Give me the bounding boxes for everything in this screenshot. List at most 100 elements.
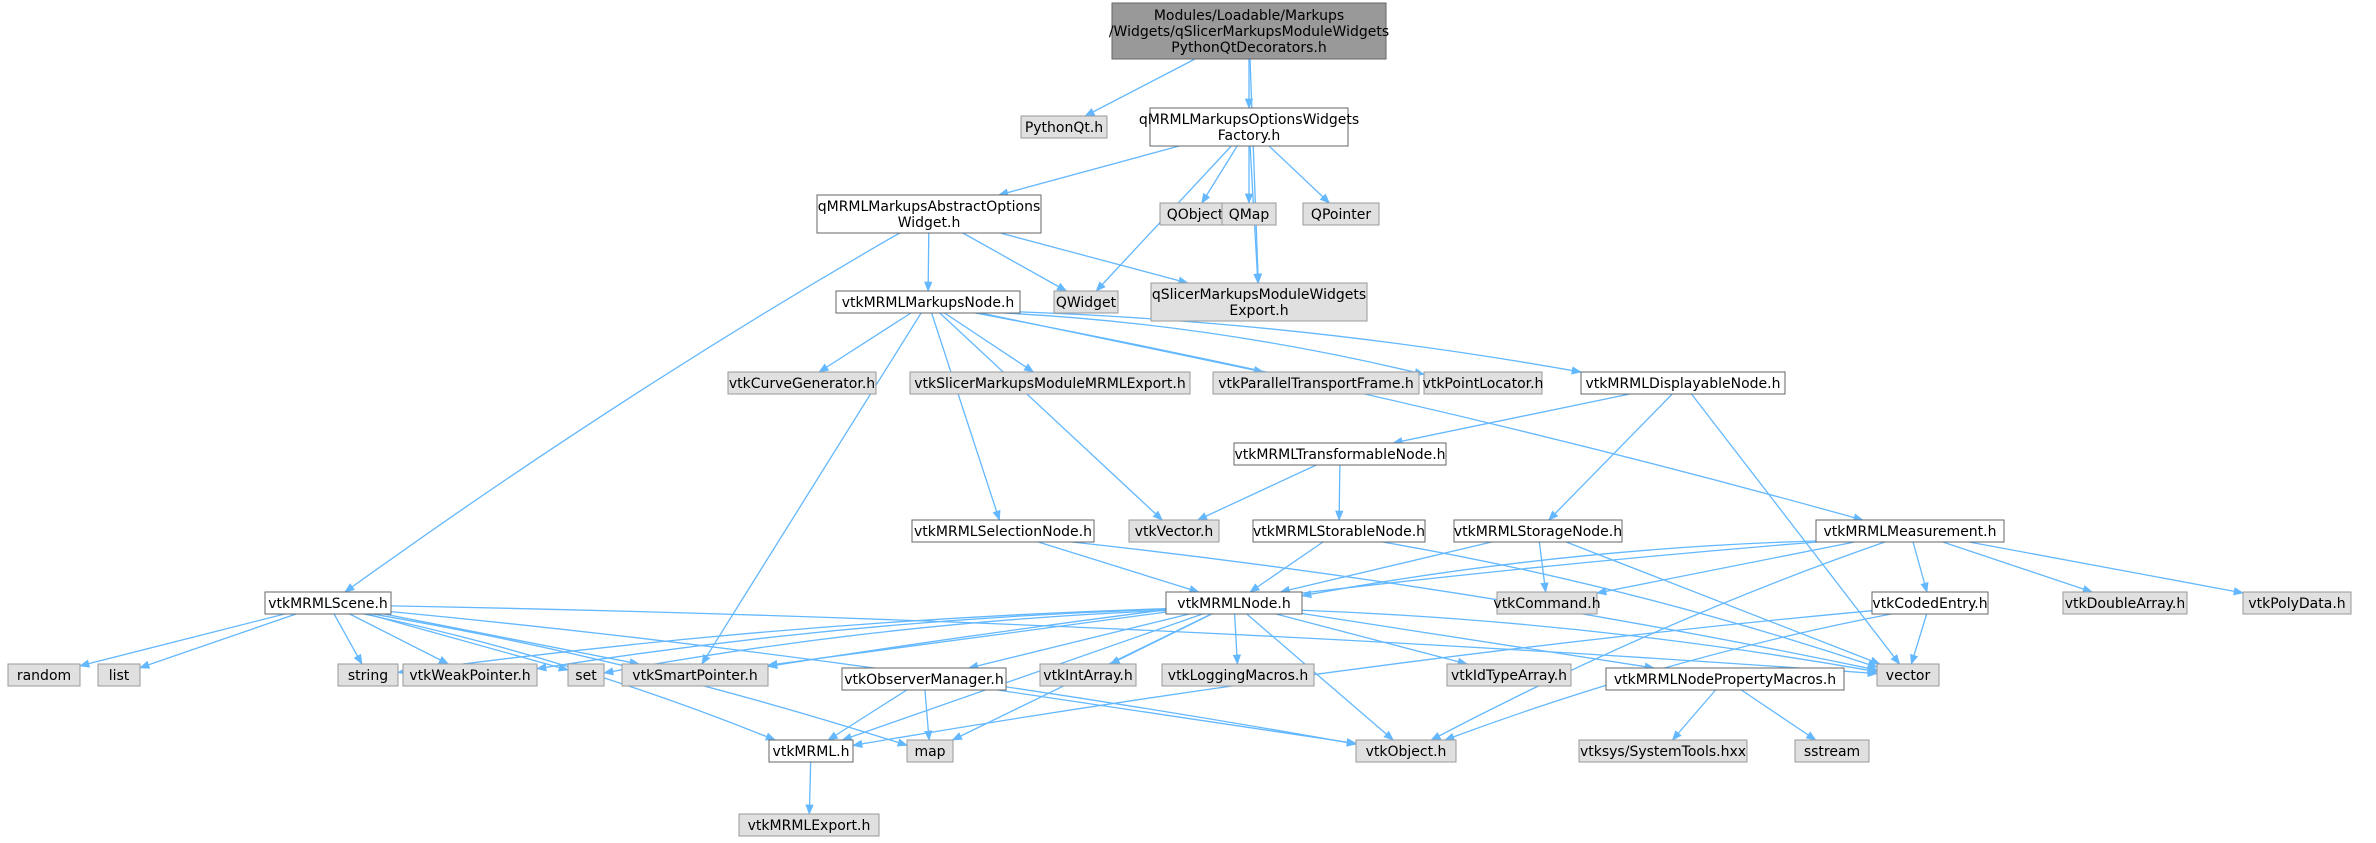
node-string-box bbox=[337, 663, 399, 687]
edge-observermanager-to-map bbox=[924, 689, 933, 742]
node-observermanager[interactable]: vtkObserverManager.h bbox=[841, 667, 1007, 691]
edge-scene-to-list bbox=[139, 613, 297, 669]
edge-abstractopt-to-markupsnode bbox=[924, 232, 933, 293]
node-mrmlnode-label-line: vtkMRMLNode.h bbox=[1177, 596, 1290, 612]
node-storable[interactable]: vtkMRMLStorableNode.h bbox=[1252, 519, 1426, 543]
node-selection-label-line: vtkMRMLSelectionNode.h bbox=[914, 524, 1092, 540]
node-selection[interactable]: vtkMRMLSelectionNode.h bbox=[911, 519, 1095, 543]
node-loggingmacros: vtkLoggingMacros.h bbox=[1161, 663, 1315, 687]
node-polydata: vtkPolyData.h bbox=[2242, 591, 2352, 615]
node-set-box bbox=[567, 663, 605, 687]
node-idtypearray: vtkIdTypeArray.h bbox=[1446, 663, 1572, 687]
node-widgetsexport-label-line: Export.h bbox=[1229, 303, 1288, 319]
node-paralleltransport-box bbox=[1212, 371, 1420, 395]
edge-measurement-to-codedentry bbox=[1912, 541, 1929, 594]
node-root-box bbox=[1111, 2, 1387, 60]
node-storable-box bbox=[1252, 519, 1426, 543]
node-vtkvector-box bbox=[1128, 519, 1220, 543]
node-vector-label-line: vector bbox=[1886, 668, 1931, 684]
node-vtkcommand: vtkCommand.h bbox=[1493, 591, 1601, 615]
node-markupsnode-label-line: vtkMRMLMarkupsNode.h bbox=[842, 295, 1015, 311]
node-weakpointer-label-line: vtkWeakPointer.h bbox=[409, 668, 530, 684]
node-measurement-label-line: vtkMRMLMeasurement.h bbox=[1823, 524, 1996, 540]
node-displayable[interactable]: vtkMRMLDisplayableNode.h bbox=[1580, 371, 1786, 395]
node-markupsnode-box bbox=[835, 290, 1021, 314]
edge-storable-to-mrmlnode bbox=[1249, 541, 1324, 593]
edge-observermanager-to-vtkmrml bbox=[827, 689, 908, 741]
edge-mrmlnode-to-observermanager bbox=[967, 613, 1190, 670]
node-codedentry-box bbox=[1871, 591, 1989, 615]
node-scene-box bbox=[264, 591, 392, 615]
node-vtkcommand-box bbox=[1496, 591, 1598, 615]
node-pythonqt-box bbox=[1020, 115, 1108, 139]
node-set: set bbox=[567, 663, 605, 687]
edge-markupsnode-to-smartpointer bbox=[701, 312, 922, 665]
node-map-label-line: map bbox=[914, 744, 945, 760]
edge-mrmlnode-to-set bbox=[602, 609, 1167, 676]
node-qobject: QObject bbox=[1159, 202, 1231, 226]
node-root[interactable]: Modules/Loadable/Markups/Widgets/qSlicer… bbox=[1109, 2, 1389, 60]
node-transformable-box bbox=[1233, 442, 1447, 466]
node-observermanager-box bbox=[841, 667, 1007, 691]
node-curvegen-label-line: vtkCurveGenerator.h bbox=[729, 376, 875, 392]
edge-vtkmrml-to-vtkmrmlexport bbox=[805, 761, 814, 816]
node-systemtools-box bbox=[1578, 739, 1748, 763]
node-transformable[interactable]: vtkMRMLTransformableNode.h bbox=[1233, 442, 1447, 466]
edge-selection-to-vector bbox=[1072, 541, 1879, 673]
node-selection-box bbox=[911, 519, 1095, 543]
edge-observermanager-to-vtkobject bbox=[997, 689, 1358, 747]
node-measurement[interactable]: vtkMRMLMeasurement.h bbox=[1815, 519, 2005, 543]
node-list-box bbox=[97, 663, 141, 687]
node-vtkobject-box bbox=[1355, 739, 1457, 763]
edge-abstractopt-to-qwidget bbox=[962, 232, 1068, 292]
node-sstream: sstream bbox=[1794, 739, 1870, 763]
node-abstractopt-label-line: Widget.h bbox=[898, 215, 961, 231]
edge-markupsnode-to-measurement bbox=[975, 312, 1864, 522]
node-storage-box bbox=[1453, 519, 1623, 543]
node-vtkmrmlexport: vtkMRMLExport.h bbox=[738, 813, 880, 837]
node-markupsnode[interactable]: vtkMRMLMarkupsNode.h bbox=[835, 290, 1021, 314]
node-storage[interactable]: vtkMRMLStorageNode.h bbox=[1453, 519, 1623, 543]
node-paralleltransport-label-line: vtkParallelTransportFrame.h bbox=[1218, 376, 1414, 392]
node-intarray: vtkIntArray.h bbox=[1039, 663, 1137, 687]
node-pointlocator-box bbox=[1423, 371, 1543, 395]
edge-scene-to-random bbox=[78, 613, 285, 668]
node-vtkobject: vtkObject.h bbox=[1355, 739, 1457, 763]
node-vtkmrml[interactable]: vtkMRML.h bbox=[768, 739, 854, 763]
edge-abstractopt-to-widgetsexport bbox=[1000, 232, 1189, 285]
node-propertymacros[interactable]: vtkMRMLNodePropertyMacros.h bbox=[1605, 667, 1845, 691]
edge-measurement-to-vtkobject bbox=[1430, 541, 1886, 741]
node-optfactory-label-line: Factory.h bbox=[1218, 128, 1280, 144]
node-polydata-label-line: vtkPolyData.h bbox=[2248, 596, 2345, 612]
node-mrmlexport-box bbox=[909, 371, 1191, 395]
node-mrmlnode[interactable]: vtkMRMLNode.h bbox=[1165, 591, 1303, 615]
edge-storable-to-vector bbox=[1382, 541, 1878, 669]
node-displayable-label-line: vtkMRMLDisplayableNode.h bbox=[1585, 376, 1780, 392]
edge-optfactory-to-qpointer bbox=[1268, 145, 1331, 204]
node-vtkvector-label-line: vtkVector.h bbox=[1135, 524, 1214, 540]
node-abstractopt-box bbox=[816, 194, 1042, 234]
edge-markupsnode-to-displayable bbox=[1019, 311, 1583, 375]
node-intarray-box bbox=[1039, 663, 1137, 687]
dependency-edges bbox=[78, 58, 2245, 816]
edge-measurement-to-doublearray bbox=[1942, 541, 2094, 593]
edge-scene-to-vector bbox=[390, 605, 1879, 678]
node-qmap-label-line: QMap bbox=[1229, 207, 1270, 223]
node-weakpointer: vtkWeakPointer.h bbox=[402, 663, 538, 687]
node-codedentry[interactable]: vtkCodedEntry.h bbox=[1871, 591, 1989, 615]
edge-measurement-to-mrmlnode bbox=[1300, 540, 1817, 599]
node-pointlocator: vtkPointLocator.h bbox=[1423, 371, 1544, 395]
node-scene[interactable]: vtkMRMLScene.h bbox=[264, 591, 392, 615]
node-random-box bbox=[7, 663, 81, 687]
node-abstractopt-label-line: qMRMLMarkupsAbstractOptions bbox=[818, 199, 1041, 215]
edge-optfactory-to-abstractopt bbox=[997, 145, 1180, 197]
node-pointlocator-label-line: vtkPointLocator.h bbox=[1423, 376, 1544, 392]
node-systemtools-label-line: vtksys/SystemTools.hxx bbox=[1580, 744, 1746, 760]
node-root-label-line: Modules/Loadable/Markups bbox=[1154, 8, 1344, 24]
edge-displayable-to-transformable bbox=[1392, 393, 1630, 446]
node-root-label-line: /Widgets/qSlicerMarkupsModuleWidgets bbox=[1109, 24, 1389, 40]
